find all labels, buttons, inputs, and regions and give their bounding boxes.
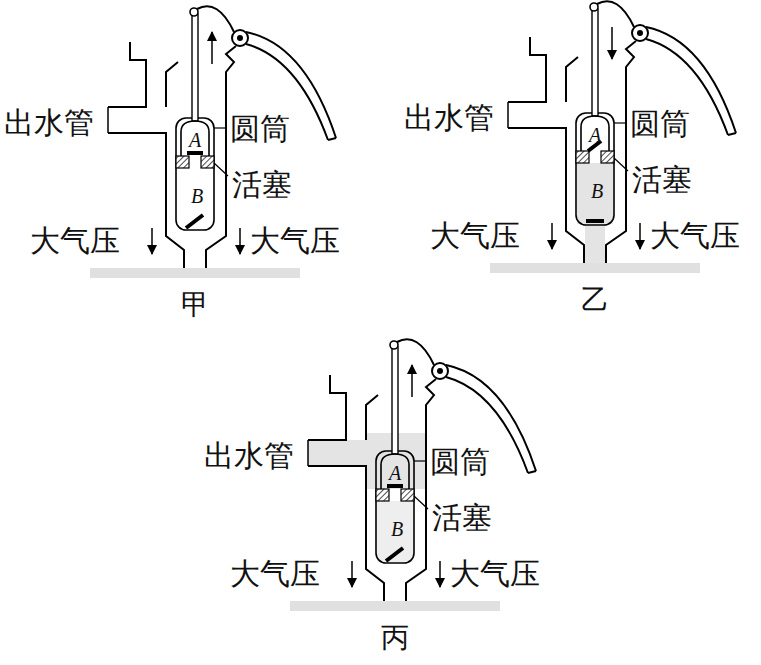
part-label: 活塞	[432, 501, 492, 534]
pressure-label: 大气压	[30, 224, 120, 257]
valve-label: A	[389, 462, 401, 484]
part-label: 出水管	[204, 439, 294, 472]
ground	[490, 263, 700, 273]
water	[308, 440, 366, 466]
valve-label: B	[391, 518, 403, 540]
part-label: 出水管	[404, 101, 494, 134]
valve-b-open	[186, 215, 203, 228]
valve-label: B	[191, 185, 203, 207]
pressure-label: 大气压	[250, 224, 340, 257]
panel-caption: 甲	[181, 290, 209, 321]
motion-arrow	[211, 32, 213, 64]
valve-a-closed	[387, 484, 403, 488]
valve-b-open	[386, 548, 403, 561]
ground	[90, 268, 300, 278]
motion-arrow	[411, 365, 413, 397]
pressure-label: 大气压	[450, 557, 540, 590]
water	[577, 163, 613, 224]
valve-b-closed	[586, 219, 604, 223]
part-label: 活塞	[632, 163, 692, 196]
part-label: 出水管	[4, 106, 94, 139]
ground	[290, 601, 500, 611]
water	[585, 224, 605, 263]
part-label: 圆筒	[230, 112, 290, 145]
valve-label: A	[589, 124, 601, 146]
panel-caption: 丙	[381, 623, 409, 654]
part-label: 圆筒	[630, 107, 690, 140]
valve-label: B	[591, 180, 603, 202]
part-label: 活塞	[232, 168, 292, 201]
pressure-label: 大气压	[650, 219, 740, 252]
motion-arrow	[611, 27, 613, 59]
valve-label: A	[189, 129, 201, 151]
panel-caption: 乙	[581, 285, 609, 316]
valve-a-closed	[187, 151, 203, 155]
water	[377, 501, 413, 562]
pressure-label: 大气压	[230, 557, 320, 590]
part-label: 圆筒	[430, 445, 490, 478]
pressure-label: 大气压	[430, 219, 520, 252]
